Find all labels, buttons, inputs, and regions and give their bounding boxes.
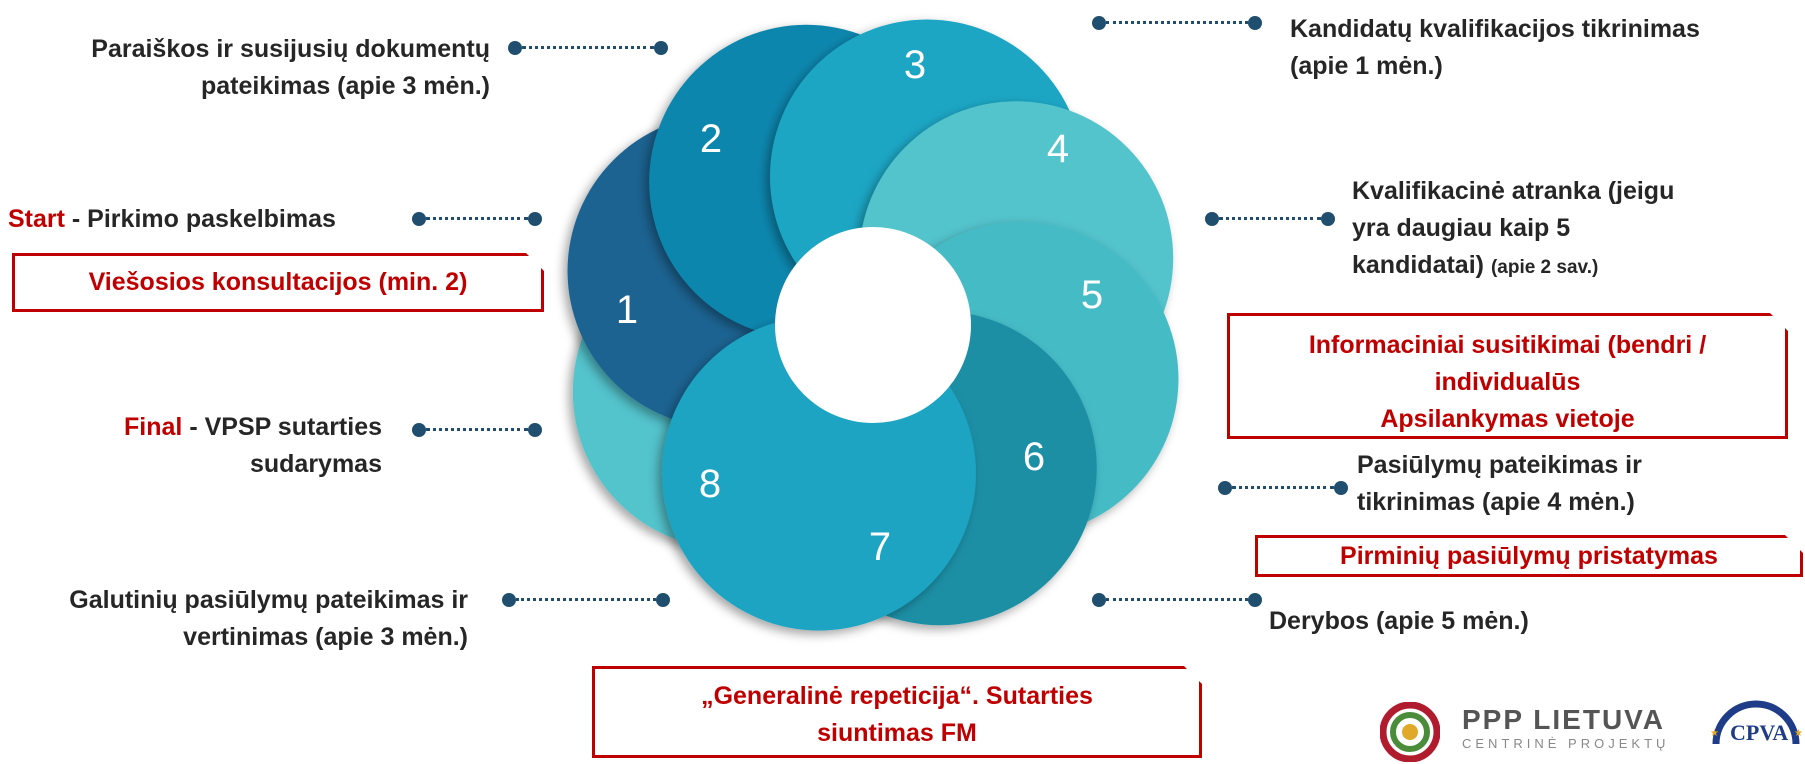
info-meetings-line3: Apsilankymas vietoje: [1380, 405, 1635, 433]
step4-line2: yra daugiau kaip 5: [1352, 214, 1571, 242]
step2-line2: pateikimas (apie 3 mėn.): [200, 72, 490, 100]
step8-label: Galutinių pasiūlymų pateikimas ir vertin…: [8, 582, 468, 656]
step4-connector: [1205, 212, 1335, 226]
step8-line2: vertinimas (apie 3 mėn.): [183, 623, 468, 651]
step2-connector: [508, 41, 668, 55]
ppp-lietuva-logo: PPP LIETUVA CENTRINĖ PROJEKTŲ: [1380, 702, 1680, 762]
svg-text:★: ★: [1710, 728, 1719, 739]
rehearsal-line1: „Generalinė repeticija“. Sutarties: [701, 682, 1093, 710]
final-prefix: Final: [124, 413, 183, 441]
first-offers-text: Pirminių pasiūlymų pristatymas: [1340, 542, 1718, 570]
cpva-logo: ★ ★ CPVA: [1708, 684, 1805, 745]
consultations-text: Viešosios konsultacijos (min. 2): [88, 268, 468, 296]
step3-line2: (apie 1 mėn.): [1290, 52, 1443, 80]
final-label: Final - VPSP sutarties sudarymas: [30, 409, 382, 483]
petal-number-2: 2: [700, 117, 722, 161]
rehearsal-box: „Generalinė repeticija“. Sutarties siunt…: [592, 666, 1202, 758]
step7-connector: [1092, 593, 1262, 607]
info-meetings-line2: individualūs: [1434, 368, 1581, 396]
petal-number-3: 3: [904, 43, 926, 87]
petal-number-5: 5: [1081, 273, 1103, 317]
cpva-logo-text: CPVA: [1730, 720, 1789, 745]
step8-connector: [502, 593, 670, 607]
step7-line1: Derybos (apie 5 mėn.): [1269, 607, 1529, 635]
final-line2: sudarymas: [249, 450, 382, 478]
step4-line3: kandidatai) (apie 2 sav.): [1352, 247, 1802, 286]
step3-line1: Kandidatų kvalifikacijos tikrinimas: [1290, 15, 1700, 43]
final-connector: [412, 423, 542, 437]
step6-line1: Pasiūlymų pateikimas ir: [1357, 451, 1642, 479]
start-text: - Pirkimo paskelbimas: [64, 205, 336, 233]
petal-number-4: 4: [1047, 127, 1069, 171]
step7-label: Derybos (apie 5 mėn.): [1269, 603, 1669, 640]
info-meetings-box: Informaciniai susitikimai (bendri / indi…: [1227, 313, 1788, 439]
step6-connector: [1218, 481, 1348, 495]
ppp-logo-title: PPP LIETUVA: [1462, 704, 1666, 735]
start-label: Start - Pirkimo paskelbimas: [8, 201, 408, 238]
process-flower-diagram: 1 2 3 4 5 6 7 8: [567, 19, 1179, 631]
step2-line1: Paraiškos ir susijusių dokumentų: [91, 35, 490, 63]
rehearsal-line2: siuntimas FM: [817, 719, 977, 747]
petal-number-8: 8: [699, 462, 721, 506]
step4-label: Kvalifikacinė atranka (jeigu yra daugiau…: [1352, 173, 1802, 286]
step8-line1: Galutinių pasiūlymų pateikimas ir: [69, 586, 468, 614]
petal-number-7: 7: [869, 525, 891, 569]
step4-line3-main: kandidatai): [1352, 251, 1484, 279]
petal-number-1: 1: [616, 288, 638, 332]
step4-line3-small: (apie 2 sav.): [1490, 257, 1599, 278]
step3-connector: [1092, 16, 1262, 30]
start-connector: [412, 212, 542, 226]
step6-label: Pasiūlymų pateikimas ir tikrinimas (apie…: [1357, 447, 1797, 521]
step2-label: Paraiškos ir susijusių dokumentų pateiki…: [20, 31, 490, 105]
center-hole: [775, 227, 971, 423]
step3-label: Kandidatų kvalifikacijos tikrinimas (api…: [1290, 11, 1800, 85]
step4-line1: Kvalifikacinė atranka (jeigu: [1352, 177, 1675, 205]
petal-number-6: 6: [1023, 435, 1045, 479]
ppp-logo-mark-icon: [1380, 702, 1440, 762]
info-meetings-line1: Informaciniai susitikimai (bendri /: [1308, 331, 1707, 359]
consultations-box: Viešosios konsultacijos (min. 2): [12, 253, 544, 312]
svg-text:★: ★: [1794, 728, 1803, 739]
step6-line2: tikrinimas (apie 4 mėn.): [1357, 488, 1635, 516]
cpva-logo-arc-icon: ★ ★: [1710, 700, 1803, 745]
start-prefix: Start: [8, 205, 65, 233]
first-offers-box: Pirminių pasiūlymų pristatymas: [1255, 535, 1803, 577]
final-text: - VPSP sutarties: [182, 413, 382, 441]
